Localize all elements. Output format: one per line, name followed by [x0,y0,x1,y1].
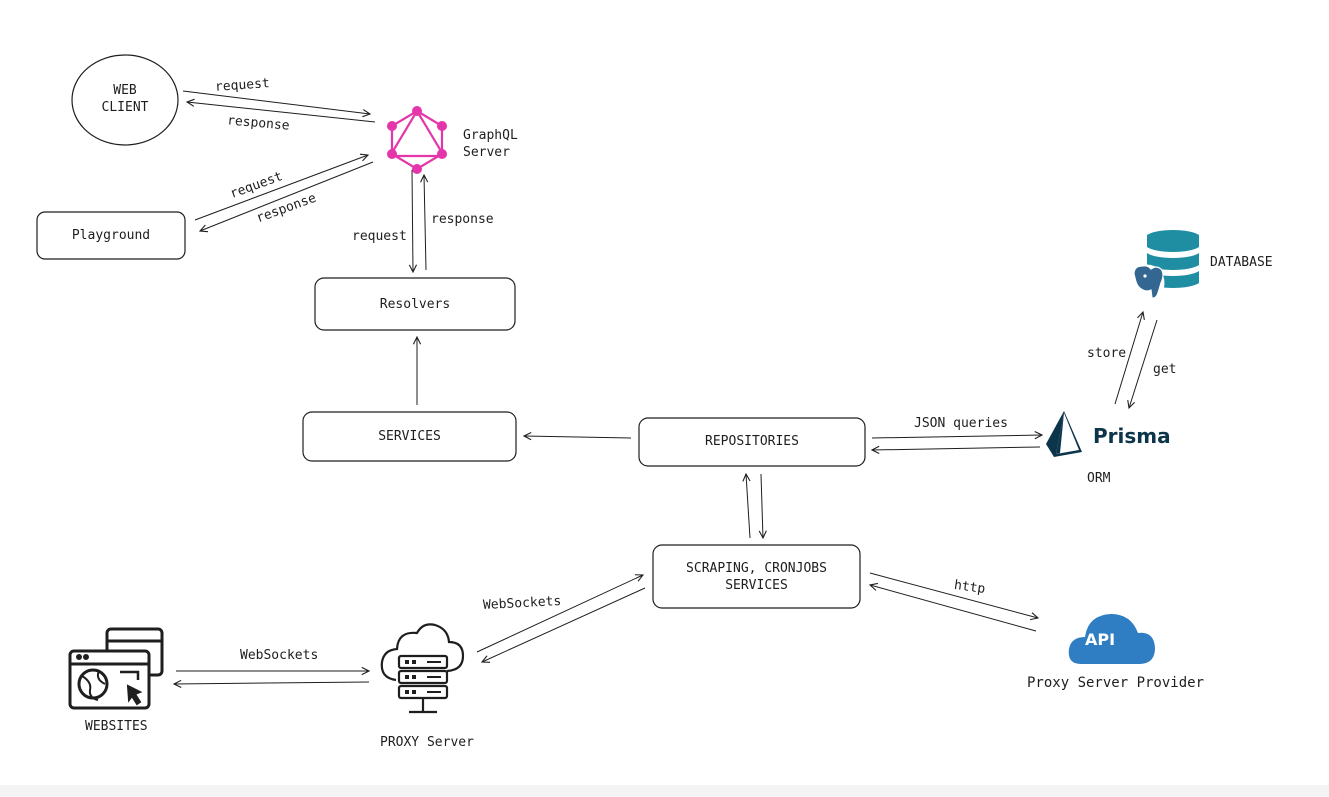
graphql-logo-icon [387,106,447,174]
web-client-node [71,54,179,146]
edge-label-store: store [1087,346,1127,361]
proxy-provider-label: Proxy Server Provider [1027,675,1205,691]
repositories-label: REPOSITORIES [705,434,799,449]
api-badge-label: API [1085,630,1116,649]
edge-label-get: get [1153,362,1177,377]
edges [174,90,1158,684]
repositories-node [638,417,866,467]
prisma-wordmark: Prisma [1093,424,1171,448]
edge-label-websockets-sites: WebSockets [240,648,319,663]
proxy-server-cloud-icon [380,623,465,714]
edge-store [1114,312,1143,405]
edge-resolver-response [424,175,426,271]
websites-label: WEBSITES [85,719,148,734]
scraping-label: SCRAPING, CRONJOBS SERVICES [686,561,827,593]
edge-http-out [869,572,1038,618]
edge-websockets-proxy-out [476,575,643,653]
edge-client-request [182,90,370,114]
edge-playground-response [200,161,374,231]
resolvers-label: Resolvers [379,297,451,312]
edge-get [1129,319,1158,408]
edge-websockets-proxy-back [482,587,646,662]
proxy-server-leds [405,660,441,694]
bottom-strip [0,785,1329,797]
proxy-server-label: PROXY Server [380,735,474,750]
edge-resolver-request [412,169,413,272]
scraping-node [652,544,861,609]
edge-repositories-to-services [524,436,632,438]
edge-http-back [870,585,1037,632]
edge-websockets-sites-back [174,682,370,684]
playground-node [36,211,186,260]
orm-label: ORM [1087,471,1111,486]
playground-label: Playground [71,228,151,243]
services-label: SERVICES [378,429,441,444]
edge-playground-request [194,155,368,221]
websites-browser-icon [68,627,164,710]
edge-json-queries [871,435,1042,438]
api-cloud-icon [1068,614,1155,664]
resolvers-node [314,277,516,331]
prisma-logo-icon [1046,411,1082,457]
edge-client-response [187,102,376,123]
edge-label-json-queries: JSON queries [914,416,1008,431]
services-node [302,411,517,462]
edge-label-resolver-request: request [352,229,407,244]
edge-scraping-to-repositories [746,474,750,539]
edge-prisma-return [872,447,1041,450]
web-client-label: WEB CLIENT [101,83,149,115]
graphql-server-label: GraphQL Server [463,128,518,160]
database-postgres-icon [1129,229,1199,302]
edge-repositories-to-scraping [761,473,763,538]
edge-label-resolver-response: response [431,212,494,227]
database-label: DATABASE [1210,255,1273,270]
